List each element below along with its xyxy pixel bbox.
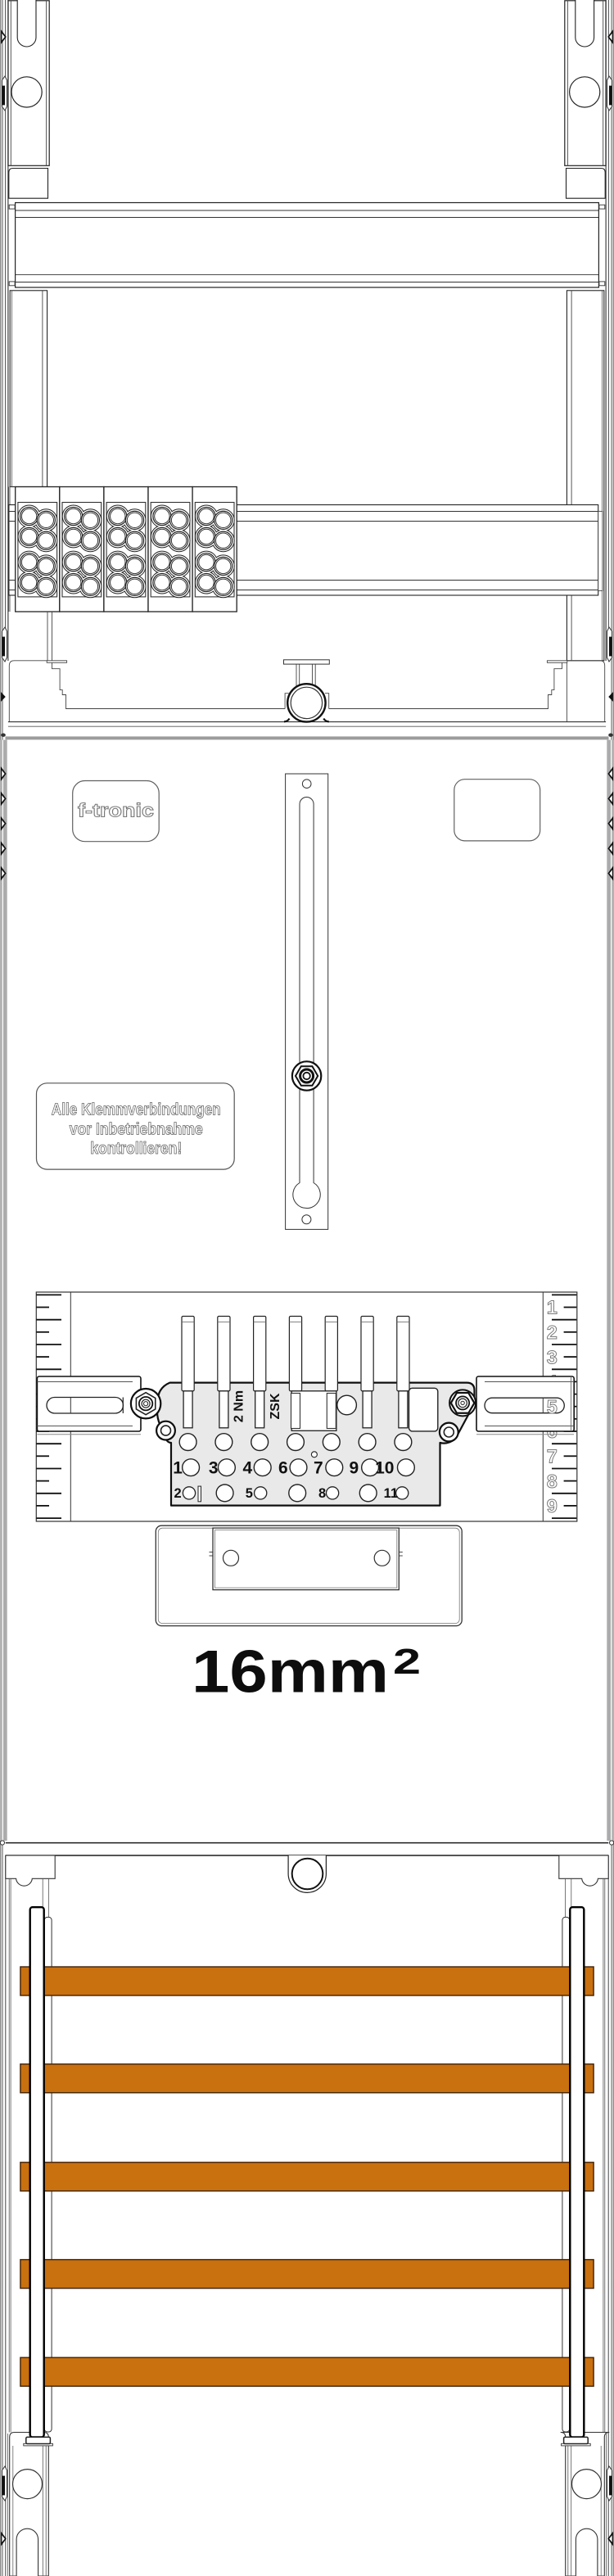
svg-text:7: 7 — [547, 1446, 558, 1467]
svg-text:2 Nm: 2 Nm — [233, 1390, 246, 1422]
svg-text:2: 2 — [174, 1486, 182, 1501]
svg-text:3: 3 — [547, 1346, 558, 1367]
svg-text:4: 4 — [242, 1459, 252, 1478]
svg-text:10: 10 — [375, 1459, 394, 1478]
svg-text:5: 5 — [246, 1486, 253, 1501]
svg-text:11: 11 — [384, 1486, 398, 1501]
svg-text:9: 9 — [350, 1459, 359, 1478]
svg-text:f-tronic: f-tronic — [78, 800, 154, 821]
svg-text:ZSK: ZSK — [269, 1393, 282, 1419]
svg-text:Alle Klemmverbindungen: Alle Klemmverbindungen — [52, 1100, 221, 1119]
svg-text:1: 1 — [547, 1297, 558, 1318]
svg-text:16mm: 16mm — [192, 1637, 389, 1705]
svg-text:2: 2 — [547, 1322, 558, 1343]
svg-text:2: 2 — [393, 1642, 421, 1682]
svg-text:5: 5 — [547, 1396, 558, 1417]
svg-text:vor Inbetriebnahme: vor Inbetriebnahme — [70, 1120, 203, 1139]
svg-text:8: 8 — [547, 1471, 558, 1492]
svg-text:1: 1 — [173, 1459, 183, 1478]
svg-text:8: 8 — [318, 1486, 326, 1501]
svg-text:6: 6 — [278, 1459, 288, 1478]
svg-text:kontrollieren!: kontrollieren! — [90, 1139, 182, 1158]
svg-text:9: 9 — [547, 1495, 558, 1516]
svg-text:7: 7 — [314, 1459, 323, 1478]
svg-text:3: 3 — [209, 1459, 219, 1478]
